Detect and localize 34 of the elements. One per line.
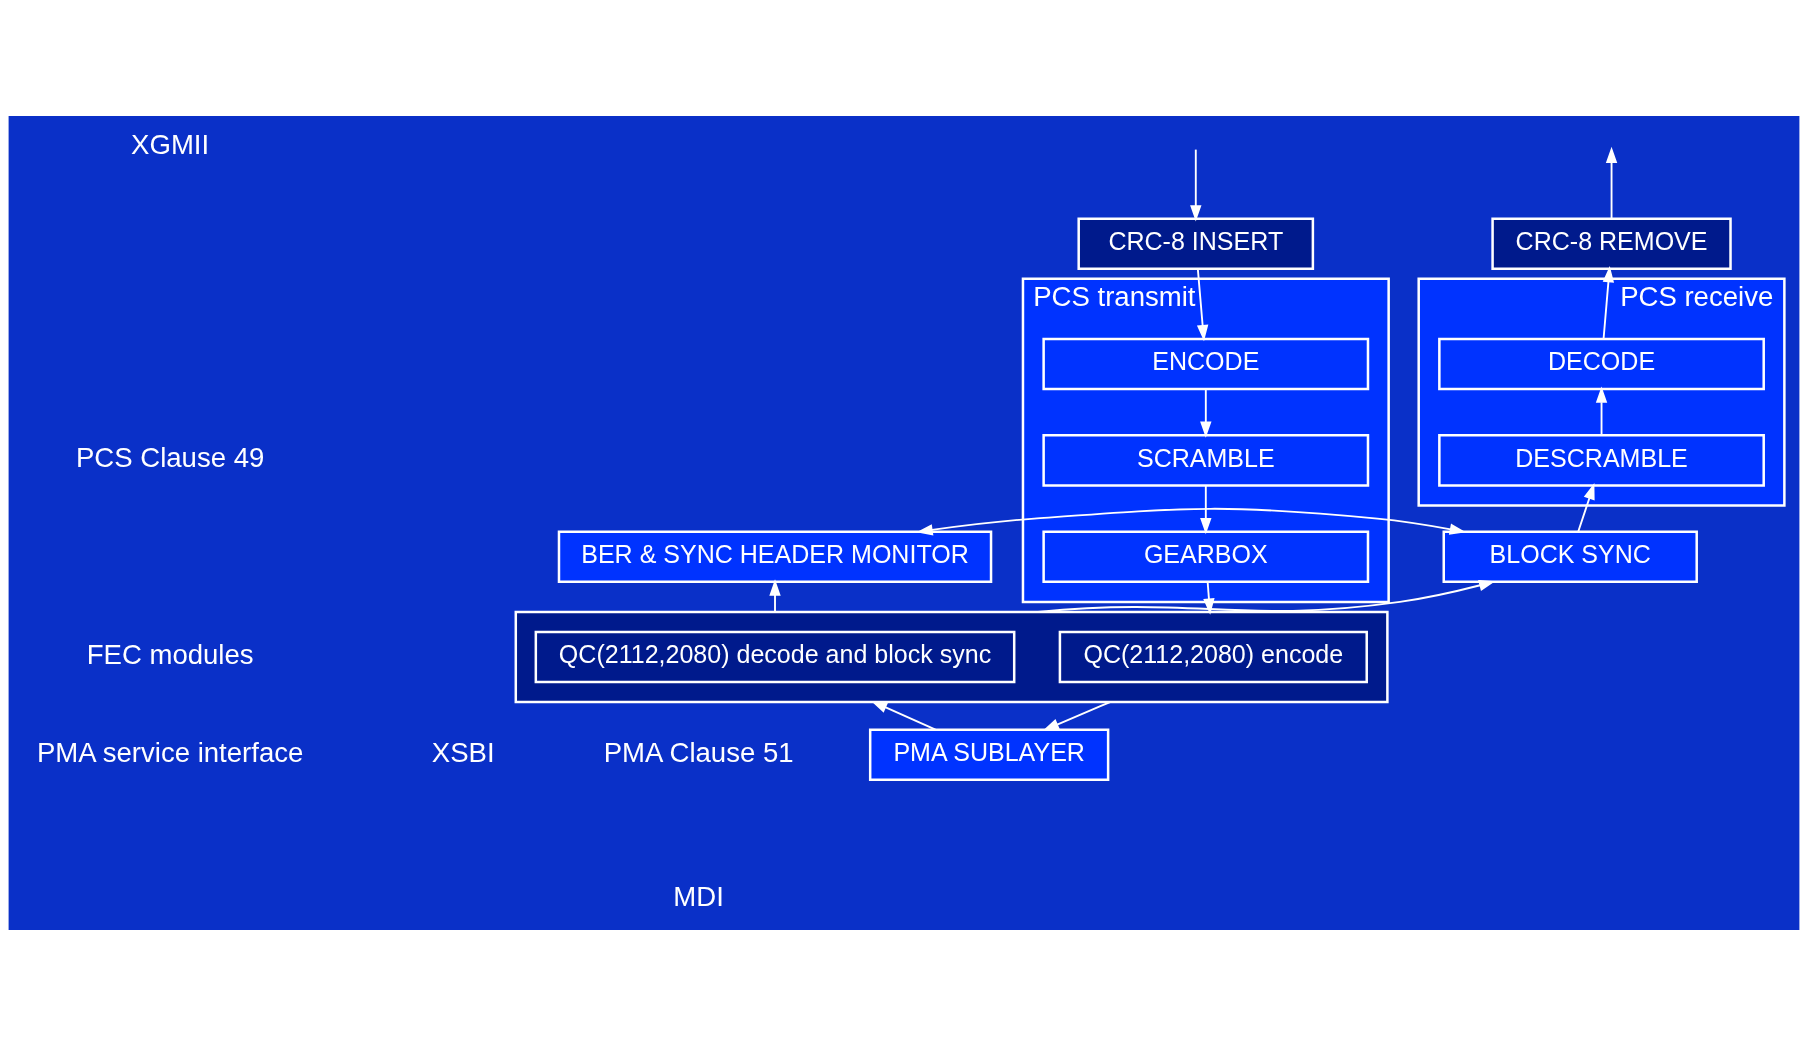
arrow [1595,386,1608,436]
node-box: BER & SYNC HEADER MONITOR [557,530,993,583]
label: PMA service interface [36,736,304,768]
arrow [1190,148,1202,221]
label: XGMII [131,128,210,160]
node-box: DESCRAMBLE [1438,433,1765,487]
arrow [769,578,781,613]
node-box: BLOCK SYNC [1442,530,1698,583]
arrow [871,700,937,731]
node-box: GEARBOX [1042,530,1370,583]
node-box: ENCODE [1042,337,1370,390]
arrow [1200,484,1212,534]
node-box: QC(2112,2080) decode and block sync [534,630,1016,683]
arrow [916,507,1466,535]
arrow [1602,265,1615,339]
node-box: CRC-8 REMOVE [1491,216,1732,270]
node-box: DECODE [1438,337,1765,390]
arrow [1203,580,1215,615]
label: MDI [673,880,724,912]
arrow [1605,146,1618,220]
node-box: PMA SUBLAYER [868,727,1110,781]
arrow [1196,267,1209,341]
label: PCS Clause 49 [75,441,265,473]
node-box: CRC-8 INSERT [1077,216,1315,270]
label: XSBI [431,736,495,768]
arrow [1577,482,1595,532]
arrow [1042,700,1112,731]
cluster [514,610,1389,703]
label: FEC modules [86,638,254,670]
node-box: QC(2112,2080) encode [1058,630,1368,683]
node-box: SCRAMBLE [1042,433,1370,487]
label: PMA Clause 51 [603,736,794,768]
arrow [1200,387,1212,438]
arrow [1037,579,1496,613]
